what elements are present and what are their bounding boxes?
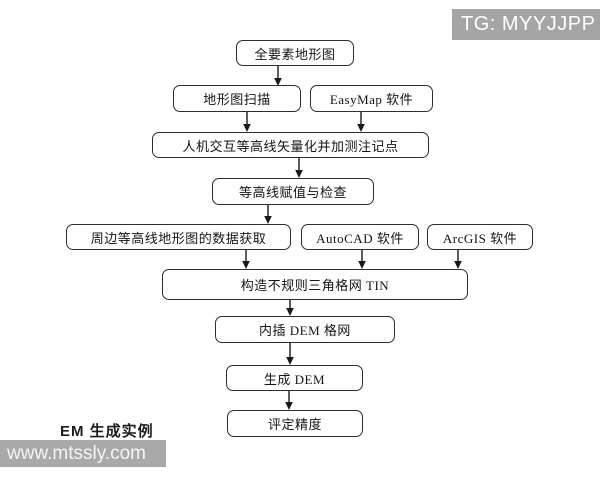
node-interp-dem: 内插 DEM 格网: [215, 316, 395, 343]
node-peripheral-data: 周边等高线地形图的数据获取: [66, 224, 291, 250]
arrow-autocad-to-tin: [358, 250, 366, 269]
arrow-assign-to-peripheral: [264, 205, 272, 224]
node-assess-accuracy: 评定精度: [227, 410, 363, 437]
node-easymap-software: EasyMap 软件: [310, 85, 433, 112]
arrow-easymap-to-vectorize: [357, 112, 365, 132]
node-vectorize: 人机交互等高线矢量化并加测注记点: [152, 132, 429, 158]
arrow-interp-to-generate: [286, 343, 294, 365]
node-map-scan: 地形图扫描: [173, 85, 301, 112]
site-watermark: www.mtssly.com: [0, 440, 166, 467]
arrow-scan-to-vectorize: [243, 112, 251, 132]
node-autocad-software: AutoCAD 软件: [301, 224, 419, 250]
arrow-peripheral-to-tin: [242, 250, 250, 269]
node-generate-dem: 生成 DEM: [226, 365, 363, 391]
arrow-generate-to-assess: [285, 391, 293, 410]
arrow-arcgis-to-tin: [454, 250, 462, 269]
tg-watermark-badge: TG: MYYJJPP: [452, 9, 600, 40]
arrow-fulltopo-to-scan: [274, 66, 282, 86]
node-full-topo-map: 全要素地形图: [236, 40, 354, 66]
node-assign-check: 等高线赋值与检查: [212, 178, 374, 205]
node-arcgis-software: ArcGIS 软件: [427, 224, 533, 250]
arrow-tin-to-interp: [286, 300, 294, 316]
node-build-tin: 构造不规则三角格网 TIN: [162, 269, 468, 300]
figure-caption: EM 生成实例: [60, 423, 154, 440]
arrow-vectorize-to-assign: [295, 158, 303, 178]
